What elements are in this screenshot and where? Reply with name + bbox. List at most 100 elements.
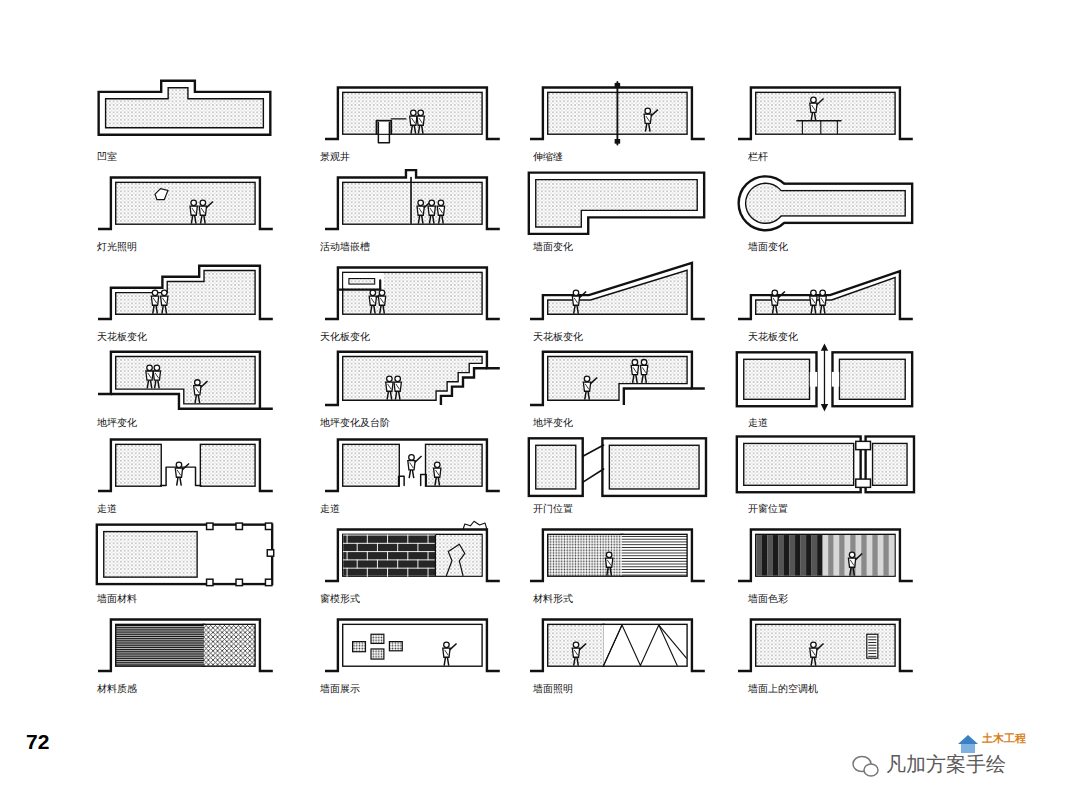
brick-joint xyxy=(357,543,358,551)
person-figure xyxy=(640,360,647,383)
wall-void xyxy=(738,354,815,406)
wall-outline xyxy=(98,526,271,583)
person-head xyxy=(444,642,450,648)
person-legs xyxy=(811,112,816,120)
person-hatch xyxy=(380,298,384,304)
person-head xyxy=(191,200,197,206)
caption: 灯光照明 xyxy=(97,241,137,253)
room-fill xyxy=(201,445,254,485)
person-head xyxy=(429,200,435,206)
room-fill xyxy=(610,446,698,488)
person-hatch xyxy=(396,384,400,390)
section-sketch xyxy=(325,521,500,581)
brick-wall xyxy=(343,535,435,576)
room-outline xyxy=(343,273,481,313)
brick-joint xyxy=(407,552,408,560)
caption: 走道 xyxy=(320,503,340,515)
person-legs xyxy=(439,215,444,223)
window-frame xyxy=(435,535,436,575)
ac-grille xyxy=(869,637,876,638)
section-sketch xyxy=(738,620,913,672)
page-number: 72 xyxy=(26,730,49,754)
pier xyxy=(399,476,405,485)
brick-joint xyxy=(343,535,435,536)
room-fill xyxy=(536,180,696,226)
wall-outline xyxy=(771,185,911,222)
person-legs xyxy=(574,305,579,313)
room-outline xyxy=(548,357,686,399)
person-body xyxy=(572,296,579,305)
person-figure xyxy=(644,108,658,131)
room-fill xyxy=(116,625,203,665)
caption: 地坪变化 xyxy=(97,417,137,429)
person-head xyxy=(584,376,590,382)
person-head xyxy=(200,200,206,206)
room-outline xyxy=(343,93,481,133)
person-legs xyxy=(153,305,158,313)
person-head xyxy=(811,290,817,296)
column-mark xyxy=(207,523,213,529)
person-legs xyxy=(191,215,196,223)
room-fill xyxy=(744,444,853,484)
wall-line xyxy=(738,88,913,140)
color-stripe xyxy=(817,535,823,575)
brick-joint xyxy=(377,543,378,551)
person-figure xyxy=(572,642,586,665)
person-hatch xyxy=(439,208,443,214)
wall-void xyxy=(530,174,703,233)
color-stripe xyxy=(762,535,768,575)
room-fill xyxy=(604,625,687,665)
person-head xyxy=(573,642,579,648)
person-body xyxy=(605,558,612,567)
wall-outline xyxy=(834,354,911,406)
person-body xyxy=(408,461,415,470)
room-outline xyxy=(756,535,894,575)
wall-outline xyxy=(604,440,705,495)
section-sketch xyxy=(738,438,913,491)
person-body xyxy=(153,371,160,380)
display-frame xyxy=(371,634,384,643)
room-fill xyxy=(343,93,481,133)
room-outline xyxy=(771,191,904,215)
soffit-void xyxy=(343,273,383,288)
wall-line xyxy=(325,170,500,229)
section-sketch xyxy=(325,88,500,143)
room-outline xyxy=(756,93,894,133)
person-hatch xyxy=(419,208,423,214)
wall-line xyxy=(738,271,913,319)
brick-joint xyxy=(367,552,368,560)
person-figure xyxy=(417,110,424,133)
opening xyxy=(832,372,839,387)
person-figure xyxy=(848,552,862,575)
person-head xyxy=(811,97,817,103)
section-sketch xyxy=(530,174,703,233)
room-fill xyxy=(548,535,622,575)
section-sketch xyxy=(530,82,705,145)
person-legs xyxy=(607,567,612,575)
person-body xyxy=(640,365,647,374)
column-mark xyxy=(265,579,271,585)
color-stripe xyxy=(889,535,895,575)
section-sketch xyxy=(740,178,911,230)
person-arm xyxy=(590,377,597,383)
brick-joint xyxy=(428,568,429,576)
person-arm xyxy=(201,381,208,387)
room-fill xyxy=(343,183,481,223)
person-body xyxy=(199,206,206,215)
person-head xyxy=(176,462,182,468)
brick-joint xyxy=(407,535,408,543)
wall-void xyxy=(771,185,911,222)
icon-bubble xyxy=(864,764,878,776)
person-arm xyxy=(415,456,422,462)
window-mark xyxy=(856,441,871,449)
person-figure xyxy=(819,290,826,313)
color-stripe xyxy=(861,535,867,575)
person-body xyxy=(378,296,385,305)
room-outline xyxy=(426,445,481,485)
sketch-grid xyxy=(98,82,913,671)
wall-line xyxy=(98,352,273,409)
column-mark xyxy=(265,523,271,529)
person-body xyxy=(194,386,201,395)
person-figure xyxy=(153,365,160,388)
color-stripe xyxy=(850,535,856,575)
